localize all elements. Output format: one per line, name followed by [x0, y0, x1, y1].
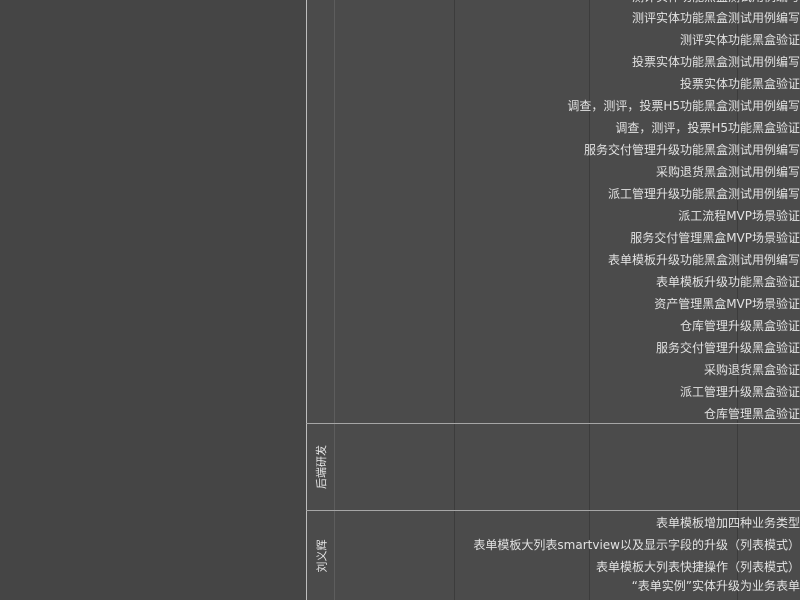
task-label[interactable]: 服务交付管理升级黑盒验证	[655, 341, 800, 355]
task-label[interactable]: 投票实体功能黑盒验证	[679, 77, 800, 91]
task-label[interactable]: 仓库管理升级黑盒验证	[679, 319, 800, 333]
task-label[interactable]: 派工流程MVP场景验证	[678, 209, 800, 223]
task-label[interactable]: 调查，测评，投票H5功能黑盒验证	[615, 121, 800, 135]
grid-column-line	[737, 0, 738, 600]
group-divider	[306, 510, 800, 511]
task-label[interactable]: 表单模板升级功能黑盒验证	[655, 275, 800, 289]
grid-column-line	[589, 0, 590, 600]
task-label[interactable]: 投票实体功能黑盒测试用例编写	[631, 55, 800, 69]
task-label[interactable]: 采购退货黑盒验证	[703, 363, 800, 377]
task-label[interactable]: 派工管理升级黑盒验证	[679, 385, 800, 399]
group-divider	[306, 423, 800, 424]
group-label-liuyihui: 刘义辉	[308, 511, 334, 600]
group-label-text: 后端研发	[315, 445, 328, 489]
task-label[interactable]: 服务交付管理黑盒MVP场景验证	[630, 231, 800, 245]
group-label-text: 刘义辉	[315, 539, 328, 572]
task-label[interactable]: 调查，测评，投票H5功能黑盒测试用例编写	[567, 99, 800, 113]
task-label[interactable]: 仓库管理黑盒验证	[703, 407, 800, 421]
task-label[interactable]: 服务交付管理升级功能黑盒测试用例编写	[583, 143, 800, 157]
task-label[interactable]: 表单模板大列表smartview以及显示字段的升级（列表模式）	[473, 538, 800, 552]
group-label-qa	[308, 0, 334, 423]
task-label[interactable]: 表单模板增加四种业务类型	[655, 516, 800, 530]
task-label[interactable]: 表单模板大列表快捷操作（列表模式）	[595, 560, 800, 574]
grid-column-line	[454, 0, 455, 600]
task-label[interactable]: “表单实例”实体升级为业务表单	[631, 579, 800, 593]
task-label[interactable]: 派工管理升级功能黑盒测试用例编写	[607, 187, 800, 201]
left-panel	[0, 0, 306, 600]
group-column-divider	[334, 0, 335, 600]
task-label[interactable]: 测评实体功能黑盒测试用例编写	[632, 0, 800, 8]
task-label[interactable]: 采购退货黑盒测试用例编写	[655, 165, 800, 179]
task-label[interactable]: 测评实体功能黑盒测试用例编写	[631, 11, 800, 25]
group-label-backend: 后端研发	[308, 424, 334, 510]
task-label[interactable]: 表单模板升级功能黑盒测试用例编写	[607, 253, 800, 267]
gantt-grid	[306, 0, 800, 600]
task-label[interactable]: 测评实体功能黑盒验证	[679, 33, 800, 47]
task-label[interactable]: 资产管理黑盒MVP场景验证	[654, 297, 800, 311]
